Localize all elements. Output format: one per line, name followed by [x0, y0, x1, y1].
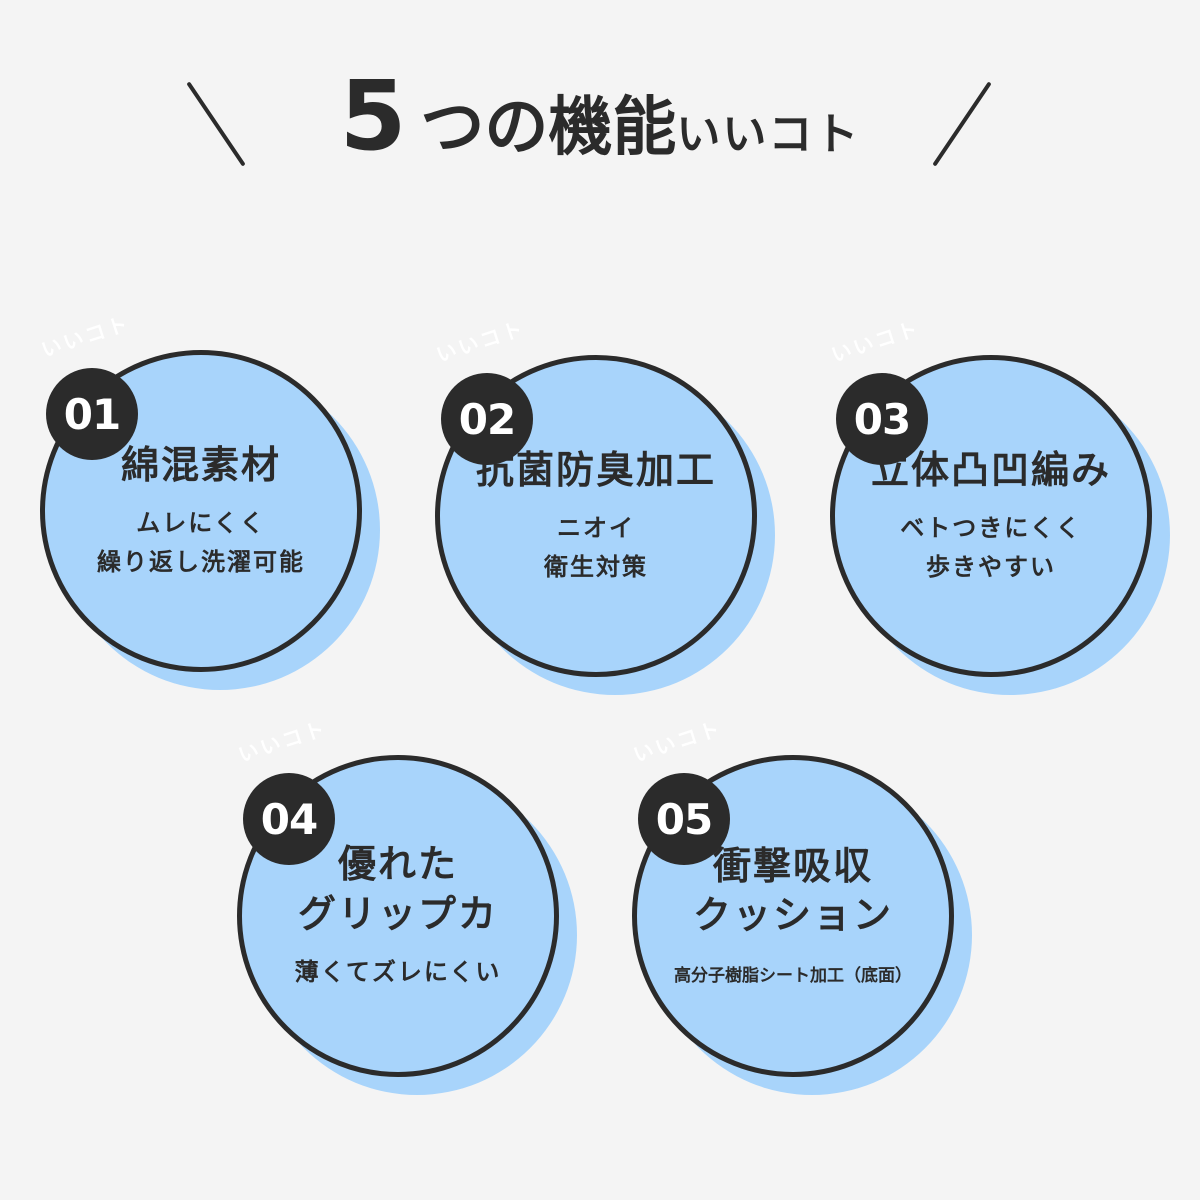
feature-description: ニオイ 衛生対策 — [544, 509, 648, 586]
feature-number: 02 — [458, 394, 516, 444]
feature-number: 01 — [63, 389, 121, 439]
feature-description: ムレにくく 繰り返し洗濯可能 — [97, 504, 305, 581]
feature-content: 抗菌防臭加工 ニオイ 衛生対策 — [435, 355, 757, 677]
title-number: 5 — [339, 60, 409, 172]
feature-desc-line: 衛生対策 — [544, 552, 648, 581]
feature-title-line: 優れた — [337, 842, 458, 887]
feature-content: 綿混素材 ムレにくく 繰り返し洗濯可能 — [40, 350, 362, 672]
feature-card-02: 抗菌防臭加工 ニオイ 衛生対策 02 いいコト — [433, 316, 775, 695]
feature-card-03: 立体凸凹編み ベトつきにくく 歩きやすい 03 いいコト — [828, 316, 1170, 695]
feature-desc-line: 高分子樹脂シート加工（底面） — [674, 965, 912, 986]
feature-desc-line: ベトつきにくく — [900, 514, 1082, 543]
feature-number-badge: 05 いいコト — [630, 716, 730, 865]
feature-number: 04 — [260, 794, 318, 844]
feature-number-badge: 03 いいコト — [828, 316, 928, 465]
feature-content: 衝撃吸収 クッション 高分子樹脂シート加工（底面） — [632, 755, 954, 1077]
feature-card-04: 優れた グリップカ 薄くてズレにくい 04 いいコト — [235, 716, 577, 1095]
feature-number-badge: 04 いいコト — [235, 716, 335, 865]
title-main-text: つの機能 — [420, 91, 677, 165]
feature-number-badge: 01 いいコト — [38, 311, 138, 460]
feature-title-line: 抗菌防臭加工 — [475, 447, 716, 492]
feature-number-badge: 02 いいコト — [433, 316, 533, 465]
feature-title: 綿混素材 — [121, 441, 281, 490]
feature-title-line: クッション — [692, 893, 893, 938]
feature-title: 抗菌防臭加工 — [476, 446, 716, 495]
feature-desc-line: ムレにくく — [136, 509, 266, 538]
feature-content: 優れた グリップカ 薄くてズレにくい — [237, 755, 559, 1077]
feature-title-line: 綿混素材 — [120, 442, 281, 487]
feature-title-line: 立体凸凹編み — [870, 447, 1111, 492]
feature-description: 高分子樹脂シート加工（底面） — [674, 963, 912, 990]
feature-desc-line: ニオイ — [557, 514, 635, 543]
feature-desc-line: 歩きやすい — [926, 552, 1056, 581]
feature-title: 優れた グリップカ — [298, 840, 498, 939]
feature-title: 衝撃吸収 クッション — [693, 842, 893, 941]
feature-card-01: 綿混素材 ムレにくく 繰り返し洗濯可能 01 いいコト — [38, 311, 380, 690]
feature-desc-line: 薄くてズレにくい — [294, 958, 502, 987]
feature-description: ベトつきにくく 歩きやすい — [900, 509, 1082, 586]
feature-circle — [830, 355, 1152, 677]
feature-number: 05 — [655, 794, 713, 844]
feature-desc-line: 繰り返し洗濯可能 — [97, 547, 305, 576]
feature-number: 03 — [853, 394, 911, 444]
feature-title-line: 衝撃吸収 — [712, 844, 873, 889]
feature-card-05: 衝撃吸収 クッション 高分子樹脂シート加工（底面） 05 いいコト — [630, 716, 972, 1095]
feature-description: 薄くてズレにくい — [295, 953, 502, 991]
feature-title-line: グリップカ — [297, 891, 498, 936]
feature-title: 立体凸凹編み — [871, 446, 1111, 495]
title-subtitle: いいコト — [676, 109, 861, 160]
feature-content: 立体凸凹編み ベトつきにくく 歩きやすい — [830, 355, 1152, 677]
